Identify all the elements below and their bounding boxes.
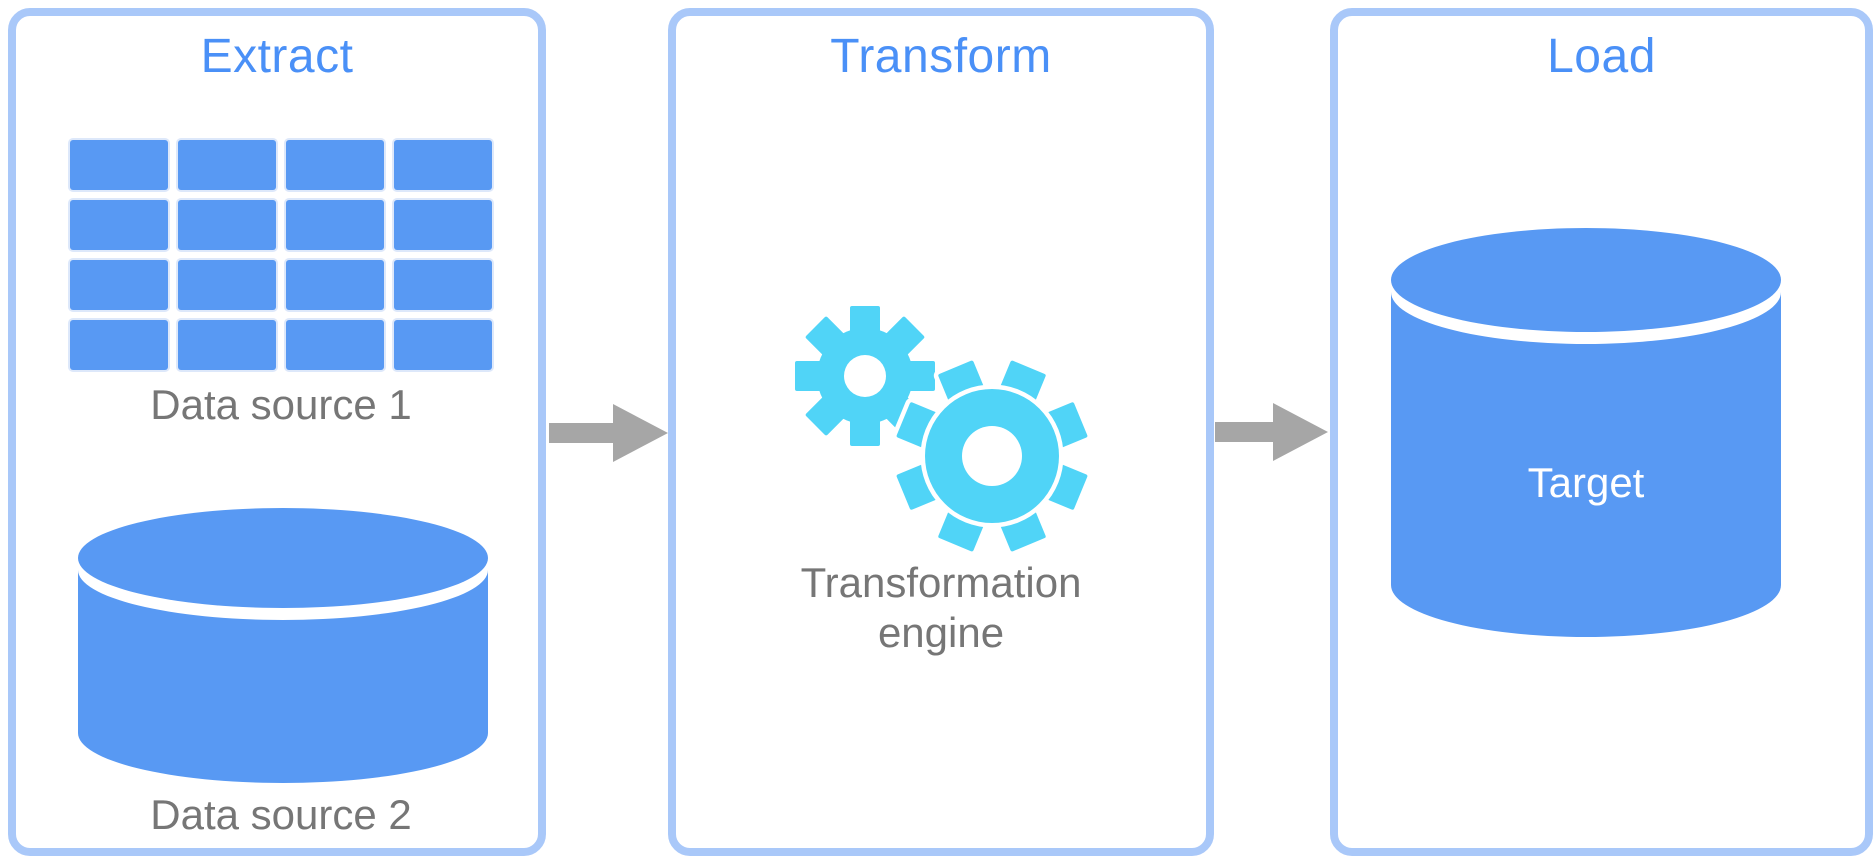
stage-title-extract: Extract [200, 30, 354, 83]
table-cell [394, 140, 492, 190]
data-source-1-label: Data source 1 [150, 381, 412, 428]
table-cell [178, 200, 276, 250]
arrow-right-icon [549, 404, 668, 462]
database-icon [1391, 228, 1781, 637]
arrow-right-icon [1215, 403, 1328, 461]
table-cell [70, 320, 168, 370]
big-gear-hole [962, 426, 1022, 486]
table-cell [70, 260, 168, 310]
arrow-shape [549, 404, 668, 462]
arrow-shape [1215, 403, 1328, 461]
database-top [78, 508, 488, 608]
data-source-2-label: Data source 2 [150, 791, 412, 838]
database-body [78, 570, 488, 783]
stage-title-load: Load [1547, 30, 1656, 83]
table-cell [286, 200, 384, 250]
database-body [1391, 292, 1781, 637]
big-gear [892, 356, 1092, 555]
table-cell [70, 200, 168, 250]
gears-icon [795, 306, 1092, 555]
table-cell [394, 320, 492, 370]
table-cell [286, 260, 384, 310]
database-top [1391, 228, 1781, 332]
database-icon [78, 508, 488, 783]
small-gear-hole [844, 355, 886, 397]
target-label: Target [1527, 459, 1645, 506]
stage-title-transform: Transform [830, 30, 1052, 83]
table-cell [286, 140, 384, 190]
table-cell [178, 260, 276, 310]
table-cell [70, 140, 168, 190]
table-cell [394, 200, 492, 250]
table-cell [178, 140, 276, 190]
table-icon [70, 140, 492, 370]
table-cell [178, 320, 276, 370]
table-cell [394, 260, 492, 310]
table-cell [286, 320, 384, 370]
transformation-engine-label: Transformation engine [800, 559, 1082, 656]
